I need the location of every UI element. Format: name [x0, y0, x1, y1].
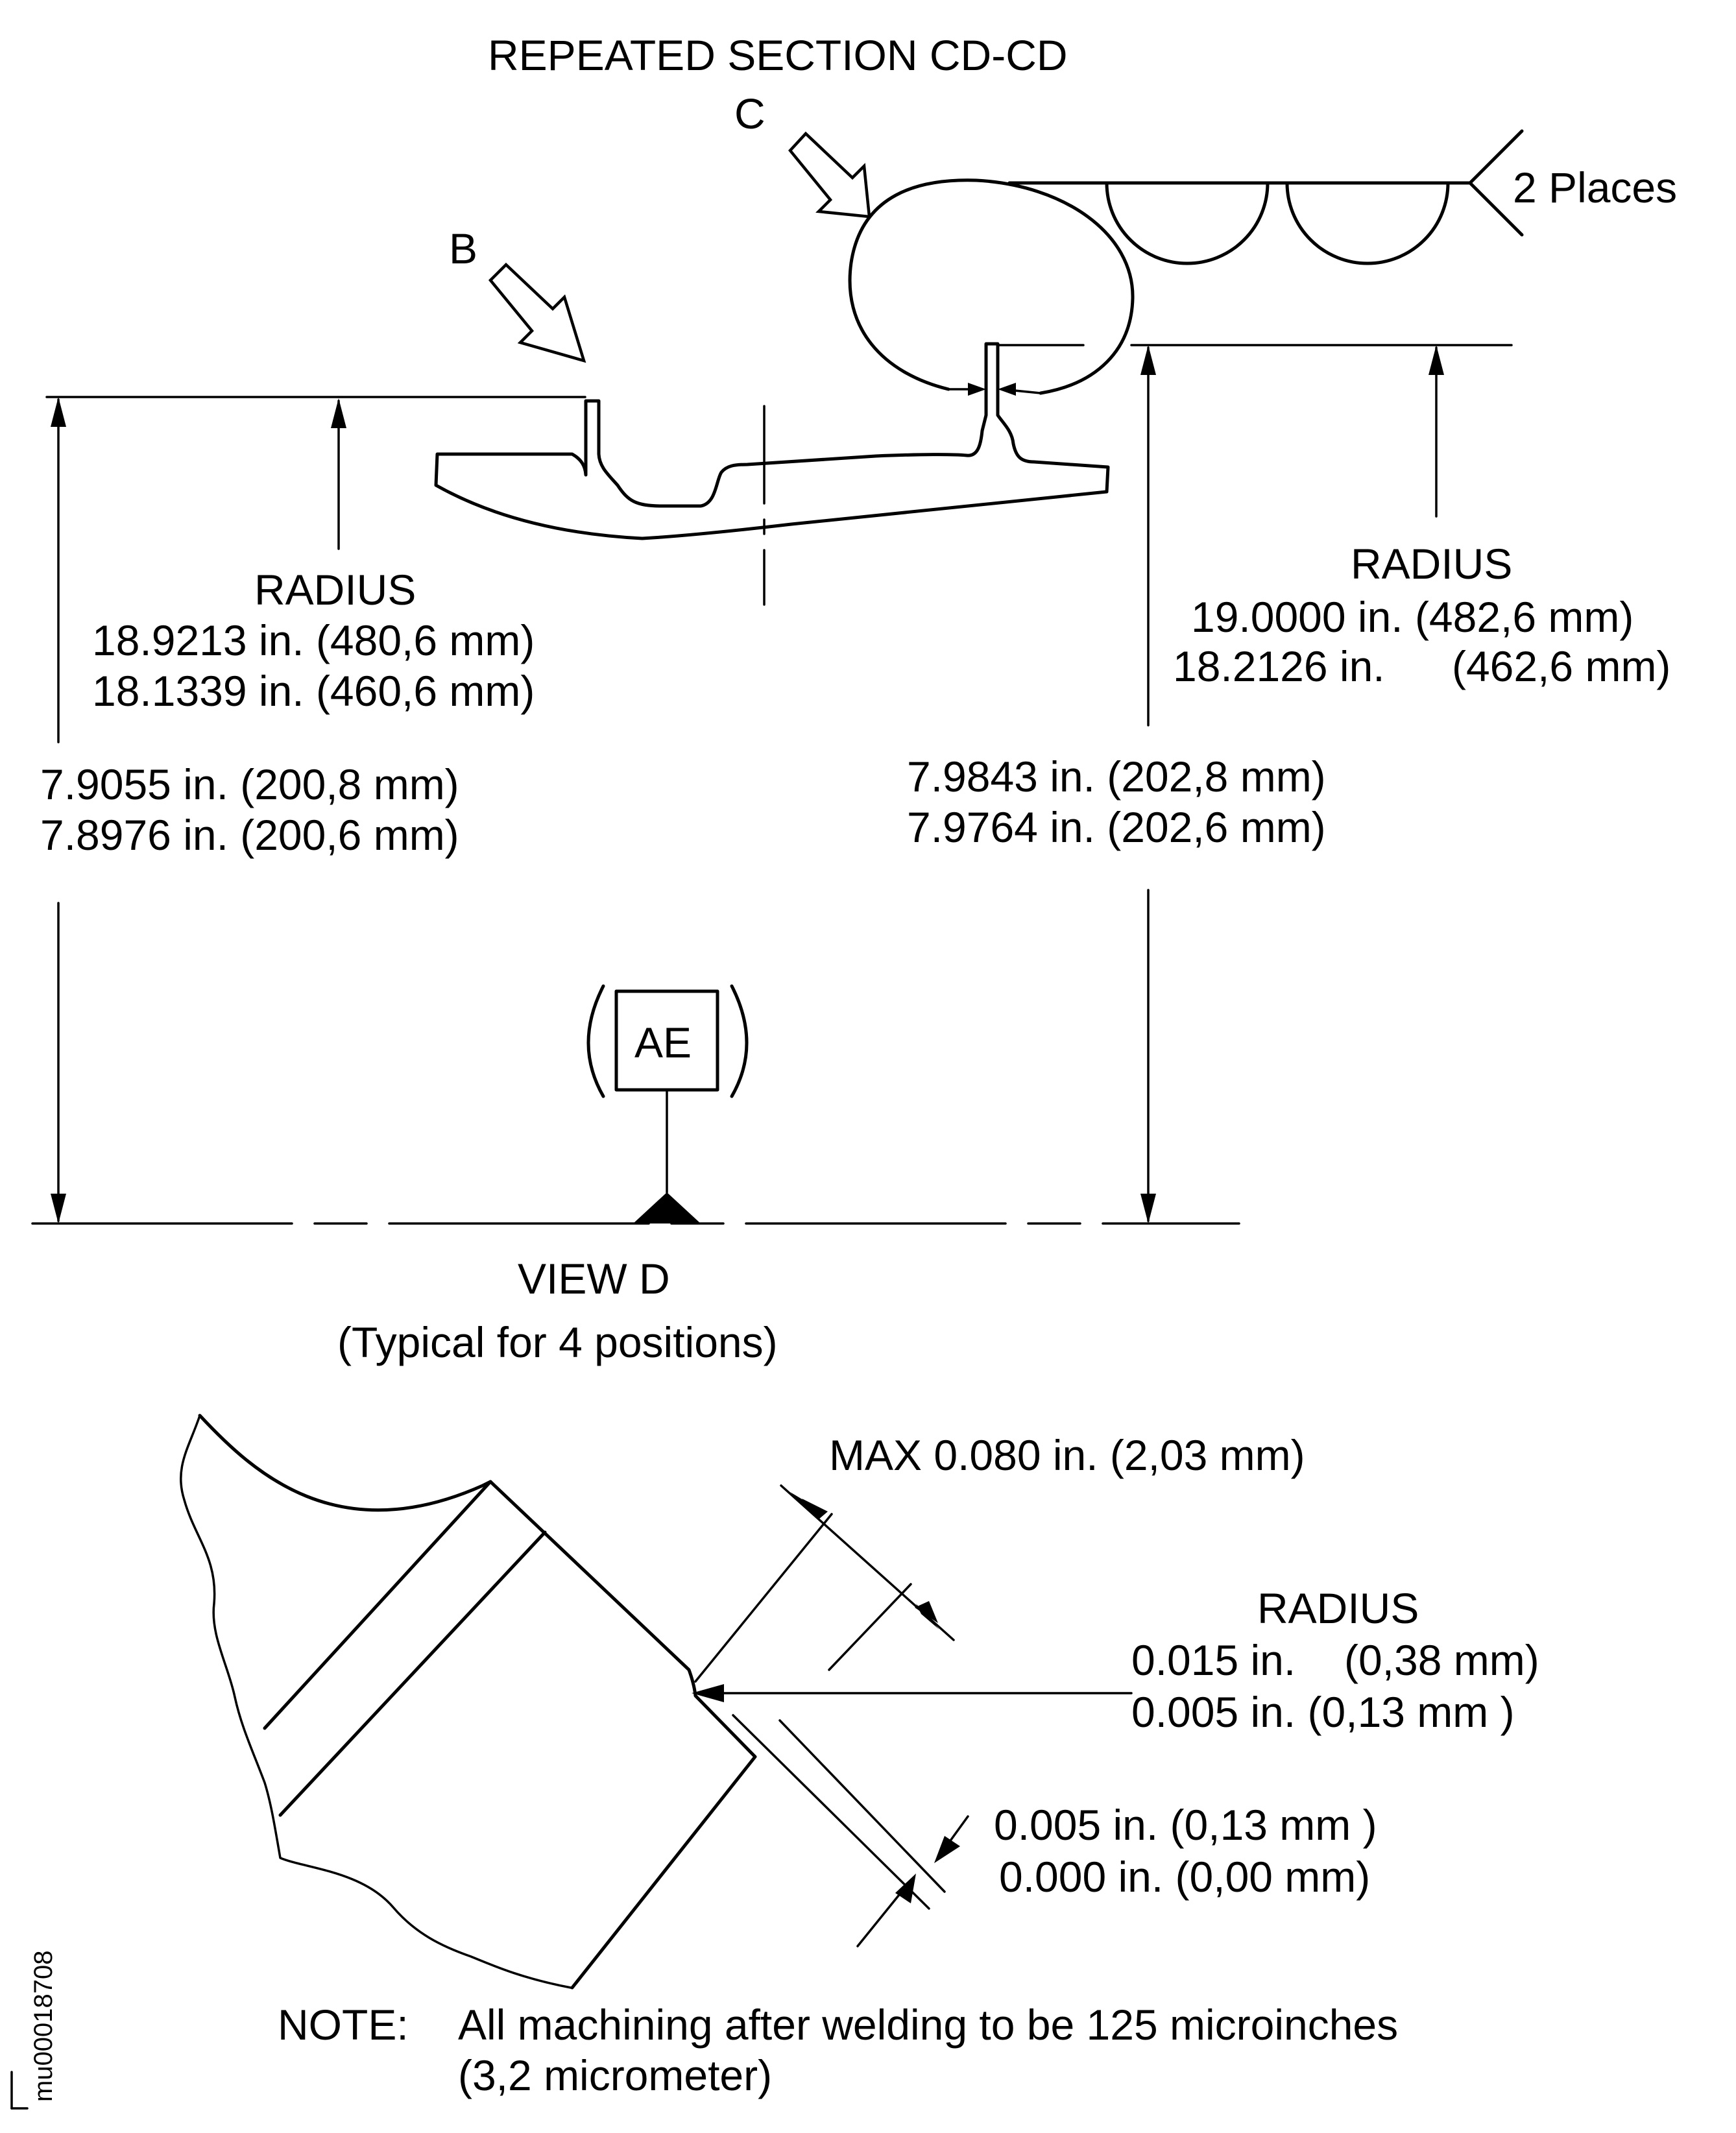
detail-radius-min: 0.005 in. (0,13 mm ) [1131, 1688, 1515, 1736]
detail-radius-label: RADIUS [1257, 1584, 1419, 1632]
offset-min: 0.000 in. (0,00 mm) [999, 1853, 1370, 1901]
break-line [180, 1414, 572, 1989]
note-line-1: All machining after welding to be 125 mi… [458, 2001, 1398, 2049]
height-left-max: 7.9055 in. (200,8 mm) [40, 760, 459, 808]
radius-right-min-in: 18.2126 in. [1173, 642, 1385, 690]
edge-detail-view: MAX 0.080 in. (2,03 mm) RADIUS 0.015 in.… [180, 1414, 1539, 2099]
detail-radius-max-mm: (0,38 mm) [1344, 1636, 1539, 1684]
radius-left-min: 18.1339 in. (460,6 mm) [92, 667, 535, 715]
radius-left-max: 18.9213 in. (480,6 mm) [92, 616, 535, 664]
radius-right-label: RADIUS [1351, 540, 1512, 588]
view-d-subtitle: (Typical for 4 positions) [337, 1318, 778, 1366]
section-arrow-b: B [449, 224, 586, 363]
view-d-title: VIEW D [518, 1255, 670, 1303]
note-line-2: (3,2 micrometer) [458, 2051, 772, 2099]
detail-bubble [848, 178, 1135, 395]
section-profile [434, 342, 1110, 540]
datum-ae-label: AE [634, 1018, 692, 1066]
figure-id: mu00018708 [29, 1950, 58, 2102]
section-cd-view: REPEATED SECTION CD-CD C B 2 Places [31, 31, 1677, 1366]
datum-ae-symbol: AE [586, 984, 749, 1223]
arrow-c-label: C [734, 90, 766, 138]
arrow-b-label: B [449, 224, 477, 272]
note-prefix: NOTE: [278, 2001, 409, 2049]
detail-radius-max-in: 0.015 in. [1131, 1636, 1296, 1684]
max-dimension-label: MAX 0.080 in. (2,03 mm) [829, 1431, 1305, 1479]
height-right-min: 7.9764 in. (202,6 mm) [907, 803, 1326, 851]
weld-symbol: 2 Places [1007, 129, 1677, 265]
height-right-max: 7.9843 in. (202,8 mm) [907, 753, 1326, 801]
radius-right-min-mm: (462,6 mm) [1452, 642, 1670, 690]
section-title: REPEATED SECTION CD-CD [488, 31, 1068, 79]
height-left-min: 7.8976 in. (200,6 mm) [40, 811, 459, 859]
weld-places-label: 2 Places [1513, 163, 1677, 211]
offset-max: 0.005 in. (0,13 mm ) [994, 1801, 1377, 1849]
radius-left-label: RADIUS [254, 566, 416, 614]
radius-right-max: 19.0000 in. (482,6 mm) [1191, 593, 1634, 641]
section-arrow-c: C [734, 90, 871, 219]
